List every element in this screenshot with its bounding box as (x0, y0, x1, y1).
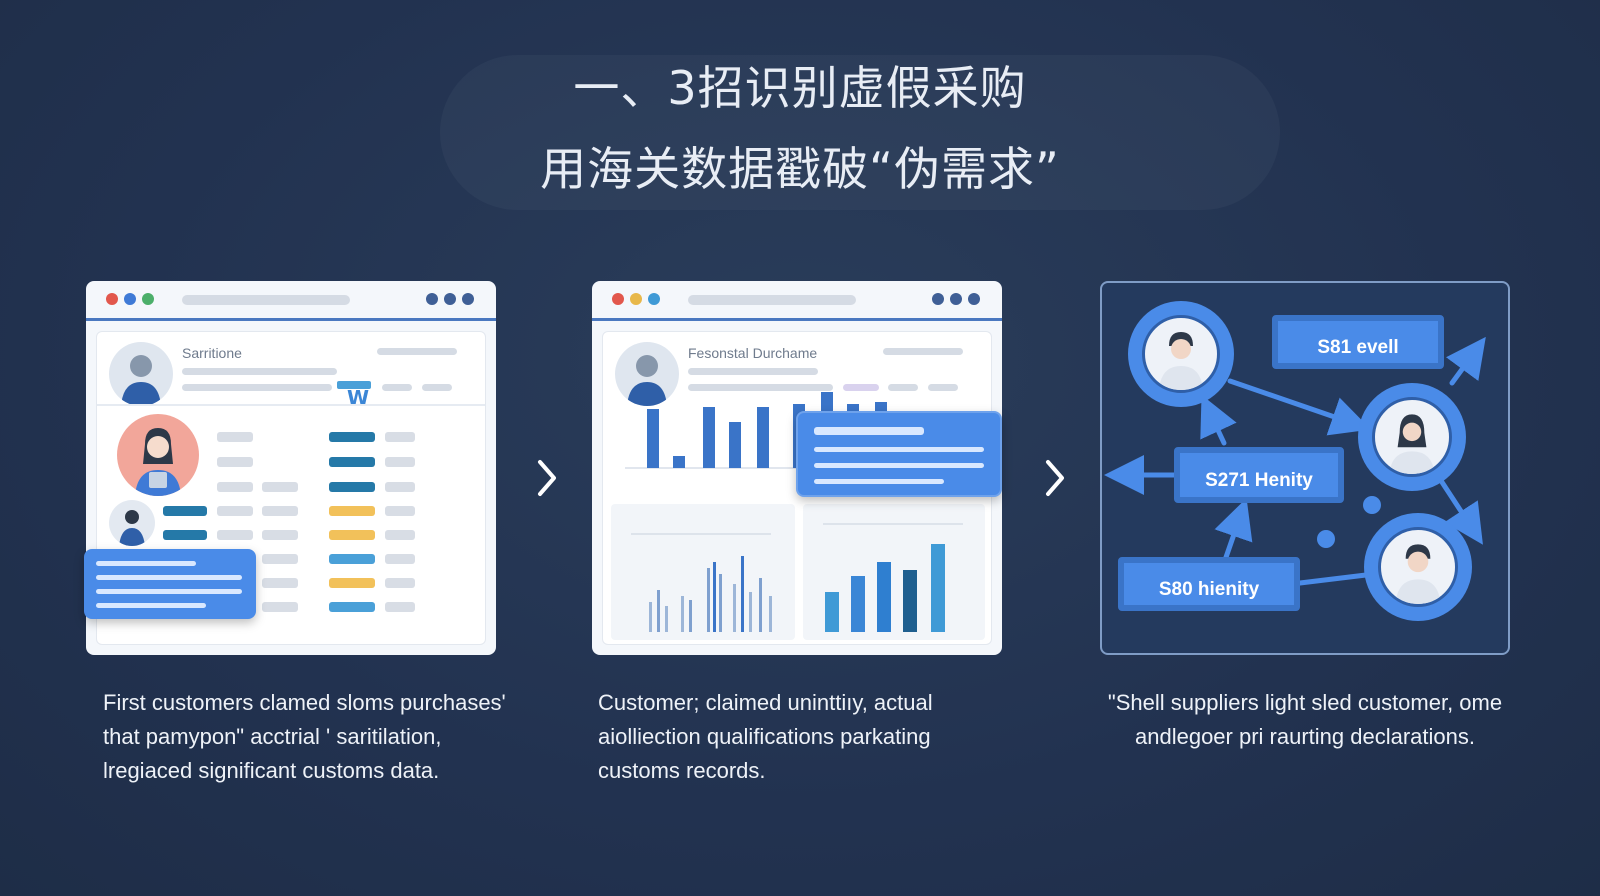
menu-dot (426, 293, 438, 305)
chart-card-right (803, 504, 985, 640)
menu-dot (968, 293, 980, 305)
window-minimize-dot (124, 293, 136, 305)
person-avatar-icon (117, 414, 199, 496)
address-bar (182, 295, 350, 305)
description-step-3: "Shell suppliers light sled customer, om… (1107, 690, 1503, 749)
profile-name-label: Sarritione (182, 345, 242, 361)
w-badge-icon: W (347, 386, 370, 410)
menu-dot (444, 293, 456, 305)
illustration-panel-2: Fesonstal Durchame (592, 281, 1002, 655)
person-avatar-icon (615, 342, 679, 406)
purchase-title-label: Fesonstal Durchame (688, 345, 818, 361)
person-node (1358, 383, 1466, 491)
network-links (1104, 336, 1486, 586)
menu-dot (462, 293, 474, 305)
chevron-right-icon (538, 460, 556, 496)
illustration-panel-1: Sarritione W (84, 281, 496, 655)
window-close-dot (106, 293, 118, 305)
description-step-1: First customers clamed sloms purchases' … (103, 690, 506, 783)
description-step-2: Customer; claimed uninttiıy, actual aiol… (598, 690, 933, 783)
window-maximize-dot (648, 293, 660, 305)
window-titlebar (86, 281, 496, 321)
person-avatar-icon (109, 342, 173, 406)
entity-tag-2: S271 Henity (1174, 447, 1344, 503)
badge-marker (337, 381, 371, 389)
page-subtitle: 用海关数据戳破“伪需求” (540, 142, 1060, 196)
page-title: 一、3招识别虚假采购 (573, 61, 1027, 115)
person-node (1364, 513, 1472, 621)
window-titlebar (592, 281, 1002, 321)
address-bar (688, 295, 856, 305)
entity-tag-3: S80 hienity (1118, 557, 1300, 611)
entity-tag-1: S81 evell (1272, 315, 1444, 369)
network-panel: S81 evell S271 Henity S80 hienity (1100, 281, 1510, 655)
chevron-right-icon (1046, 460, 1064, 496)
menu-dot (950, 293, 962, 305)
window-maximize-dot (142, 293, 154, 305)
person-node (1128, 301, 1234, 407)
chat-bubble (796, 411, 1002, 497)
window-minimize-dot (630, 293, 642, 305)
menu-dot (932, 293, 944, 305)
chat-bubble (84, 549, 256, 619)
window-close-dot (612, 293, 624, 305)
chart-card-left (611, 504, 795, 640)
person-avatar-icon (109, 500, 155, 546)
